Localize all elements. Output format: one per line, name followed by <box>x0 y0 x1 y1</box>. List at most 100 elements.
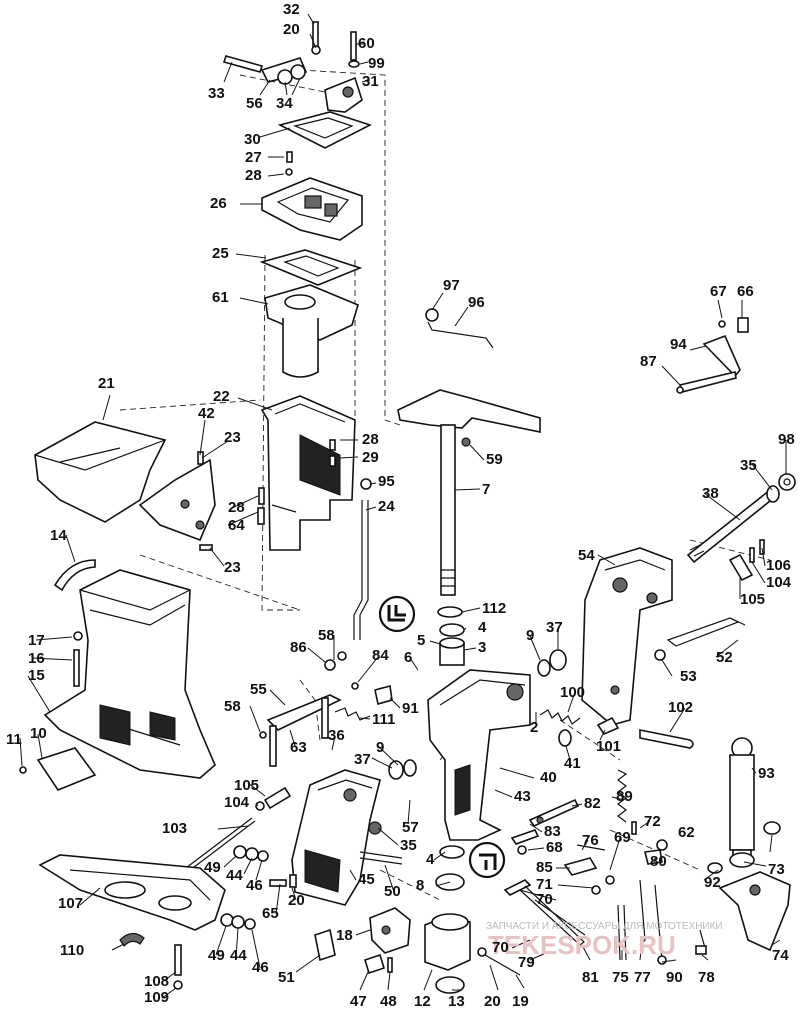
drive-shaft-7 <box>397 389 541 596</box>
callout-43: 43 <box>514 788 531 805</box>
callout-93: 93 <box>758 765 775 782</box>
callout-42: 42 <box>198 405 215 422</box>
callout-46: 46 <box>252 959 269 976</box>
callout-19: 19 <box>512 993 529 1010</box>
clip-47-48 <box>364 953 393 975</box>
callout-60: 60 <box>358 35 375 52</box>
callout-94: 94 <box>670 336 687 353</box>
cable-96 <box>425 308 494 349</box>
bolt-108 <box>173 944 183 990</box>
callout-59: 59 <box>486 451 503 468</box>
tilt-cylinder-93 <box>707 737 781 874</box>
callout-52: 52 <box>716 649 733 666</box>
adapter-plate-30 <box>277 111 373 149</box>
callout-78: 78 <box>698 969 715 986</box>
callout-108: 108 <box>144 973 169 990</box>
parts-82-83 <box>510 798 580 855</box>
callout-67: 67 <box>710 283 727 300</box>
callout-98: 98 <box>778 431 795 448</box>
callout-86: 86 <box>290 639 307 656</box>
callout-11: 11 <box>6 731 22 748</box>
callout-103: 103 <box>162 820 187 837</box>
callout-63: 63 <box>290 739 307 756</box>
trunnion-12 <box>424 913 471 994</box>
callout-5: 5 <box>417 632 425 649</box>
callout-81: 81 <box>582 969 599 986</box>
seal-strip-14 <box>53 559 96 592</box>
callout-58: 58 <box>318 627 335 644</box>
callout-61: 61 <box>212 289 229 306</box>
callout-38: 38 <box>702 485 719 502</box>
lower-cowl-21 <box>34 421 167 523</box>
callout-50: 50 <box>384 883 401 900</box>
callout-112: 112 <box>482 600 506 617</box>
callout-15: 15 <box>28 667 45 684</box>
callout-80: 80 <box>650 853 667 870</box>
grease-fitting-icon-upper <box>378 595 416 633</box>
watermark-brand: TEKESPOK.RU <box>488 930 676 960</box>
stern-bracket-36 <box>291 769 381 906</box>
washer-group <box>220 845 297 930</box>
callout-47: 47 <box>350 993 367 1010</box>
callout-96: 96 <box>468 294 485 311</box>
callout-28: 28 <box>362 431 379 448</box>
callout-97: 97 <box>443 277 460 294</box>
callout-49: 49 <box>204 859 221 876</box>
callout-106: 106 <box>766 557 791 574</box>
bushings <box>388 649 572 780</box>
callout-57: 57 <box>402 819 419 836</box>
callout-101: 101 <box>596 738 621 755</box>
part-84-91 <box>351 682 393 706</box>
callout-58: 58 <box>224 698 241 715</box>
swivel-bracket-1 <box>427 669 531 841</box>
callout-27: 27 <box>245 149 262 166</box>
callout-30: 30 <box>244 131 261 148</box>
callout-104: 104 <box>224 794 250 811</box>
callout-44: 44 <box>226 867 243 884</box>
plate-55 <box>266 694 342 767</box>
callout-9: 9 <box>376 739 384 756</box>
callout-20: 20 <box>288 892 305 909</box>
callout-9: 9 <box>526 627 534 644</box>
callout-77: 77 <box>634 969 651 986</box>
callout-20: 20 <box>283 21 300 38</box>
callout-91: 91 <box>402 700 419 717</box>
callout-85: 85 <box>536 859 553 876</box>
callout-104: 104 <box>766 574 792 591</box>
callout-34: 34 <box>276 95 293 112</box>
callout-109: 109 <box>144 989 169 1006</box>
callout-74: 74 <box>772 947 789 964</box>
water-tube-24 <box>353 500 369 640</box>
callout-87: 87 <box>640 353 657 370</box>
callout-37: 37 <box>354 751 371 768</box>
callout-105: 105 <box>234 777 259 794</box>
spring-100 <box>539 709 581 725</box>
callout-12: 12 <box>414 993 431 1010</box>
callout-23: 23 <box>224 429 241 446</box>
callout-105: 105 <box>740 591 765 608</box>
callout-95: 95 <box>378 473 395 490</box>
callout-64: 64 <box>228 517 245 534</box>
callout-79: 79 <box>518 954 535 971</box>
callout-102: 102 <box>668 699 693 716</box>
callout-35: 35 <box>400 837 417 854</box>
callout-28: 28 <box>228 499 245 516</box>
callout-56: 56 <box>246 95 263 112</box>
callout-37: 37 <box>546 619 563 636</box>
lever-94 <box>676 317 749 394</box>
part-58-86 <box>259 651 347 739</box>
callout-31: 31 <box>362 73 379 90</box>
callout-54: 54 <box>578 547 595 564</box>
callout-13: 13 <box>448 993 465 1010</box>
callout-2: 2 <box>530 719 538 736</box>
link-102 <box>639 729 694 749</box>
cover-plate-10 <box>19 747 97 791</box>
spring-111 <box>334 707 371 721</box>
small-fasteners <box>197 439 372 551</box>
clip-101 <box>596 716 620 735</box>
callout-24: 24 <box>378 498 395 515</box>
callout-70: 70 <box>536 891 553 908</box>
cylinder-bracket-74 <box>718 871 791 952</box>
pin-105-lower <box>255 786 292 811</box>
